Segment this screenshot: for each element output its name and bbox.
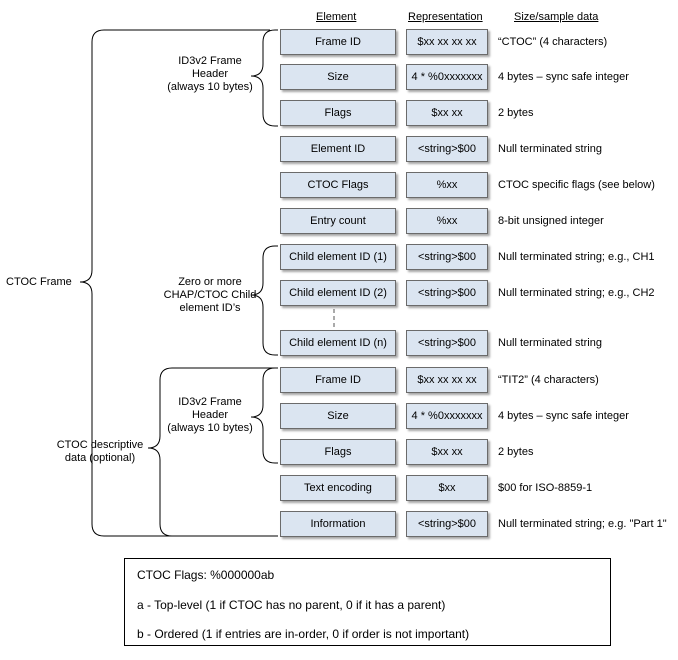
field-representation-box: <string>$00	[406, 511, 488, 537]
field-size-text: Null terminated string; e.g., CH1	[498, 251, 655, 263]
header2-brace	[250, 367, 278, 464]
field-representation-box: $xx xx	[406, 439, 488, 465]
group-label-header2: ID3v2 Frame Header (always 10 bytes)	[160, 396, 260, 435]
field-size-text: Null terminated string; e.g. "Part 1"	[498, 518, 667, 530]
group-label-descriptive: CTOC descriptive data (optional)	[50, 439, 150, 465]
group-label-line: CHAP/CTOC Child	[163, 289, 257, 301]
group-label-line: Header	[191, 68, 229, 80]
field-size-text: 4 bytes – sync safe integer	[498, 71, 629, 83]
field-element-box: Size	[280, 64, 396, 90]
ctoc-frame-brace	[79, 29, 270, 537]
field-size-text: 2 bytes	[498, 107, 534, 119]
header1-brace	[250, 29, 278, 127]
field-representation-box: $xx xx	[406, 100, 488, 126]
field-representation-box: 4 * %0xxxxxxx	[406, 64, 488, 90]
field-element-box: Frame ID	[280, 367, 396, 393]
group-label-line: Header	[191, 409, 229, 421]
field-element-box: Child element ID (2)	[280, 280, 396, 306]
field-element-box: Flags	[280, 100, 396, 126]
field-representation-box: $xx	[406, 475, 488, 501]
group-label-line: (always 10 bytes)	[167, 81, 253, 93]
column-header-size: Size/sample data	[514, 11, 599, 23]
field-element-box: Child element ID (n)	[280, 330, 396, 356]
field-representation-box: 4 * %0xxxxxxx	[406, 403, 488, 429]
field-element-box: CTOC Flags	[280, 172, 396, 198]
field-representation-box: %xx	[406, 172, 488, 198]
field-size-text: Null terminated string	[498, 337, 602, 349]
ctoc-flags-title: CTOC Flags: %000000ab	[137, 568, 275, 582]
field-size-text: 4 bytes – sync safe integer	[498, 410, 629, 422]
descriptive-brace	[147, 367, 278, 537]
ctoc-flags-line-b: b - Ordered (1 if entries are in-order, …	[137, 627, 470, 641]
ctoc-flags-box: CTOC Flags: %000000ab a - Top-level (1 i…	[124, 558, 611, 646]
field-element-box: Information	[280, 511, 396, 537]
field-representation-box: $xx xx xx xx	[406, 29, 488, 55]
field-element-box: Text encoding	[280, 475, 396, 501]
group-label-line: element ID’s	[179, 302, 241, 314]
field-representation-box: <string>$00	[406, 280, 488, 306]
group-label-children: Zero or more CHAP/CTOC Child element ID’…	[158, 276, 262, 315]
field-element-box: Flags	[280, 439, 396, 465]
field-element-box: Size	[280, 403, 396, 429]
ctoc-flags-line-a: a - Top-level (1 if CTOC has no parent, …	[137, 598, 446, 612]
field-representation-box: <string>$00	[406, 244, 488, 270]
group-label-line: CTOC descriptive	[56, 439, 144, 451]
field-element-box: Entry count	[280, 208, 396, 234]
field-size-text: Null terminated string; e.g., CH2	[498, 287, 655, 299]
field-size-text: “TIT2” (4 characters)	[498, 374, 599, 386]
field-size-text: 8-bit unsigned integer	[498, 215, 604, 227]
group-label-line: Zero or more	[178, 276, 242, 288]
field-size-text: CTOC specific flags (see below)	[498, 179, 655, 191]
group-label-ctoc-frame: CTOC Frame	[6, 276, 72, 288]
field-representation-box: %xx	[406, 208, 488, 234]
field-element-box: Element ID	[280, 136, 396, 162]
group-label-line: (always 10 bytes)	[167, 422, 253, 434]
field-size-text: Null terminated string	[498, 143, 602, 155]
column-header-element: Element	[316, 11, 357, 23]
field-representation-box: $xx xx xx xx	[406, 367, 488, 393]
column-header-representation: Representation	[408, 11, 483, 23]
field-element-box: Child element ID (1)	[280, 244, 396, 270]
field-element-box: Frame ID	[280, 29, 396, 55]
field-representation-box: <string>$00	[406, 330, 488, 356]
group-label-line: ID3v2 Frame	[178, 396, 242, 408]
field-size-text: “CTOC” (4 characters)	[498, 36, 608, 48]
children-brace	[250, 245, 278, 356]
field-representation-box: <string>$00	[406, 136, 488, 162]
group-label-line: ID3v2 Frame	[178, 55, 242, 67]
field-size-text: 2 bytes	[498, 446, 534, 458]
field-size-text: $00 for ISO-8859-1	[498, 482, 593, 494]
group-label-line: data (optional)	[64, 452, 136, 464]
group-label-header1: ID3v2 Frame Header (always 10 bytes)	[160, 55, 260, 94]
